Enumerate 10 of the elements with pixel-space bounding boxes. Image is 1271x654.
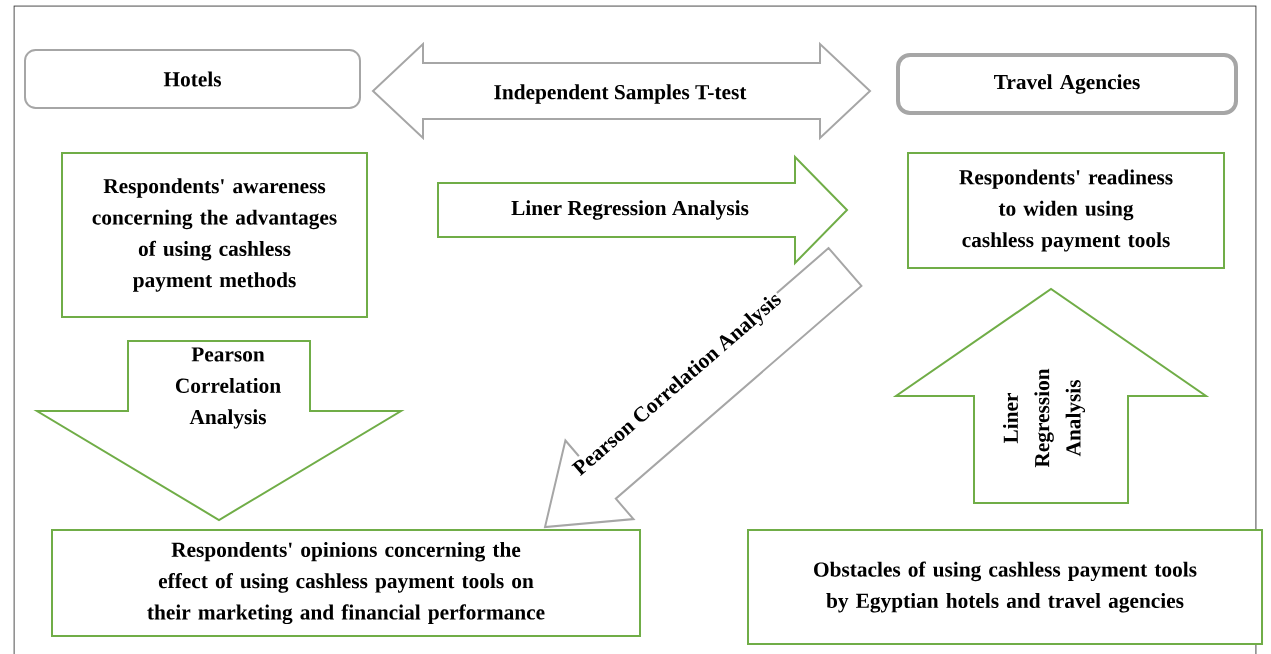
edge-label: Independent Samples T-test [492, 83, 748, 105]
edge-label: Liner Regression Analysis [509, 198, 751, 222]
label-box: Travel Agencies [896, 53, 1238, 115]
process-box: Respondents' awareness concerning the advantages of using cashless payment methods [61, 152, 368, 318]
process-box: Respondents' opinions concerning the effect of using cashless payment tools on their marketing and financial performance [51, 529, 641, 637]
process-box: Respondents' readiness to widen using cashless payment tools [907, 152, 1225, 269]
edge-label: Pearson Correlation Analysis [161, 346, 295, 430]
label-box: Hotels [24, 49, 361, 109]
edge-label: Liner Regression Analysis [1001, 352, 1087, 484]
process-box: Obstacles of using cashless payment tools by Egyptian hotels and travel agencies [747, 529, 1263, 645]
